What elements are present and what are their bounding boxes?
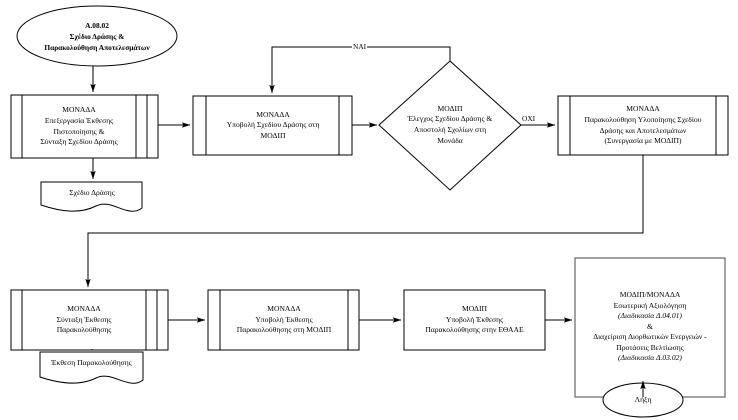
node-p6-shape <box>403 289 546 351</box>
node-p2-shape <box>192 95 353 156</box>
edge-label-no: ΟΧΙ <box>521 114 537 123</box>
node-p7-shape <box>574 257 726 398</box>
node-doc2-shape <box>39 351 144 384</box>
edge-p3-to-p4 <box>85 155 644 288</box>
node-doc1-shape <box>40 181 143 212</box>
node-p5-shape <box>207 289 360 351</box>
node-p4-shape <box>10 289 169 351</box>
node-p1-shape <box>10 94 159 159</box>
node-d1-shape <box>378 60 522 191</box>
node-p3-shape <box>557 95 729 156</box>
node-start-shape <box>16 5 178 67</box>
edge-label-yes: ΝΑΙ <box>352 42 368 51</box>
